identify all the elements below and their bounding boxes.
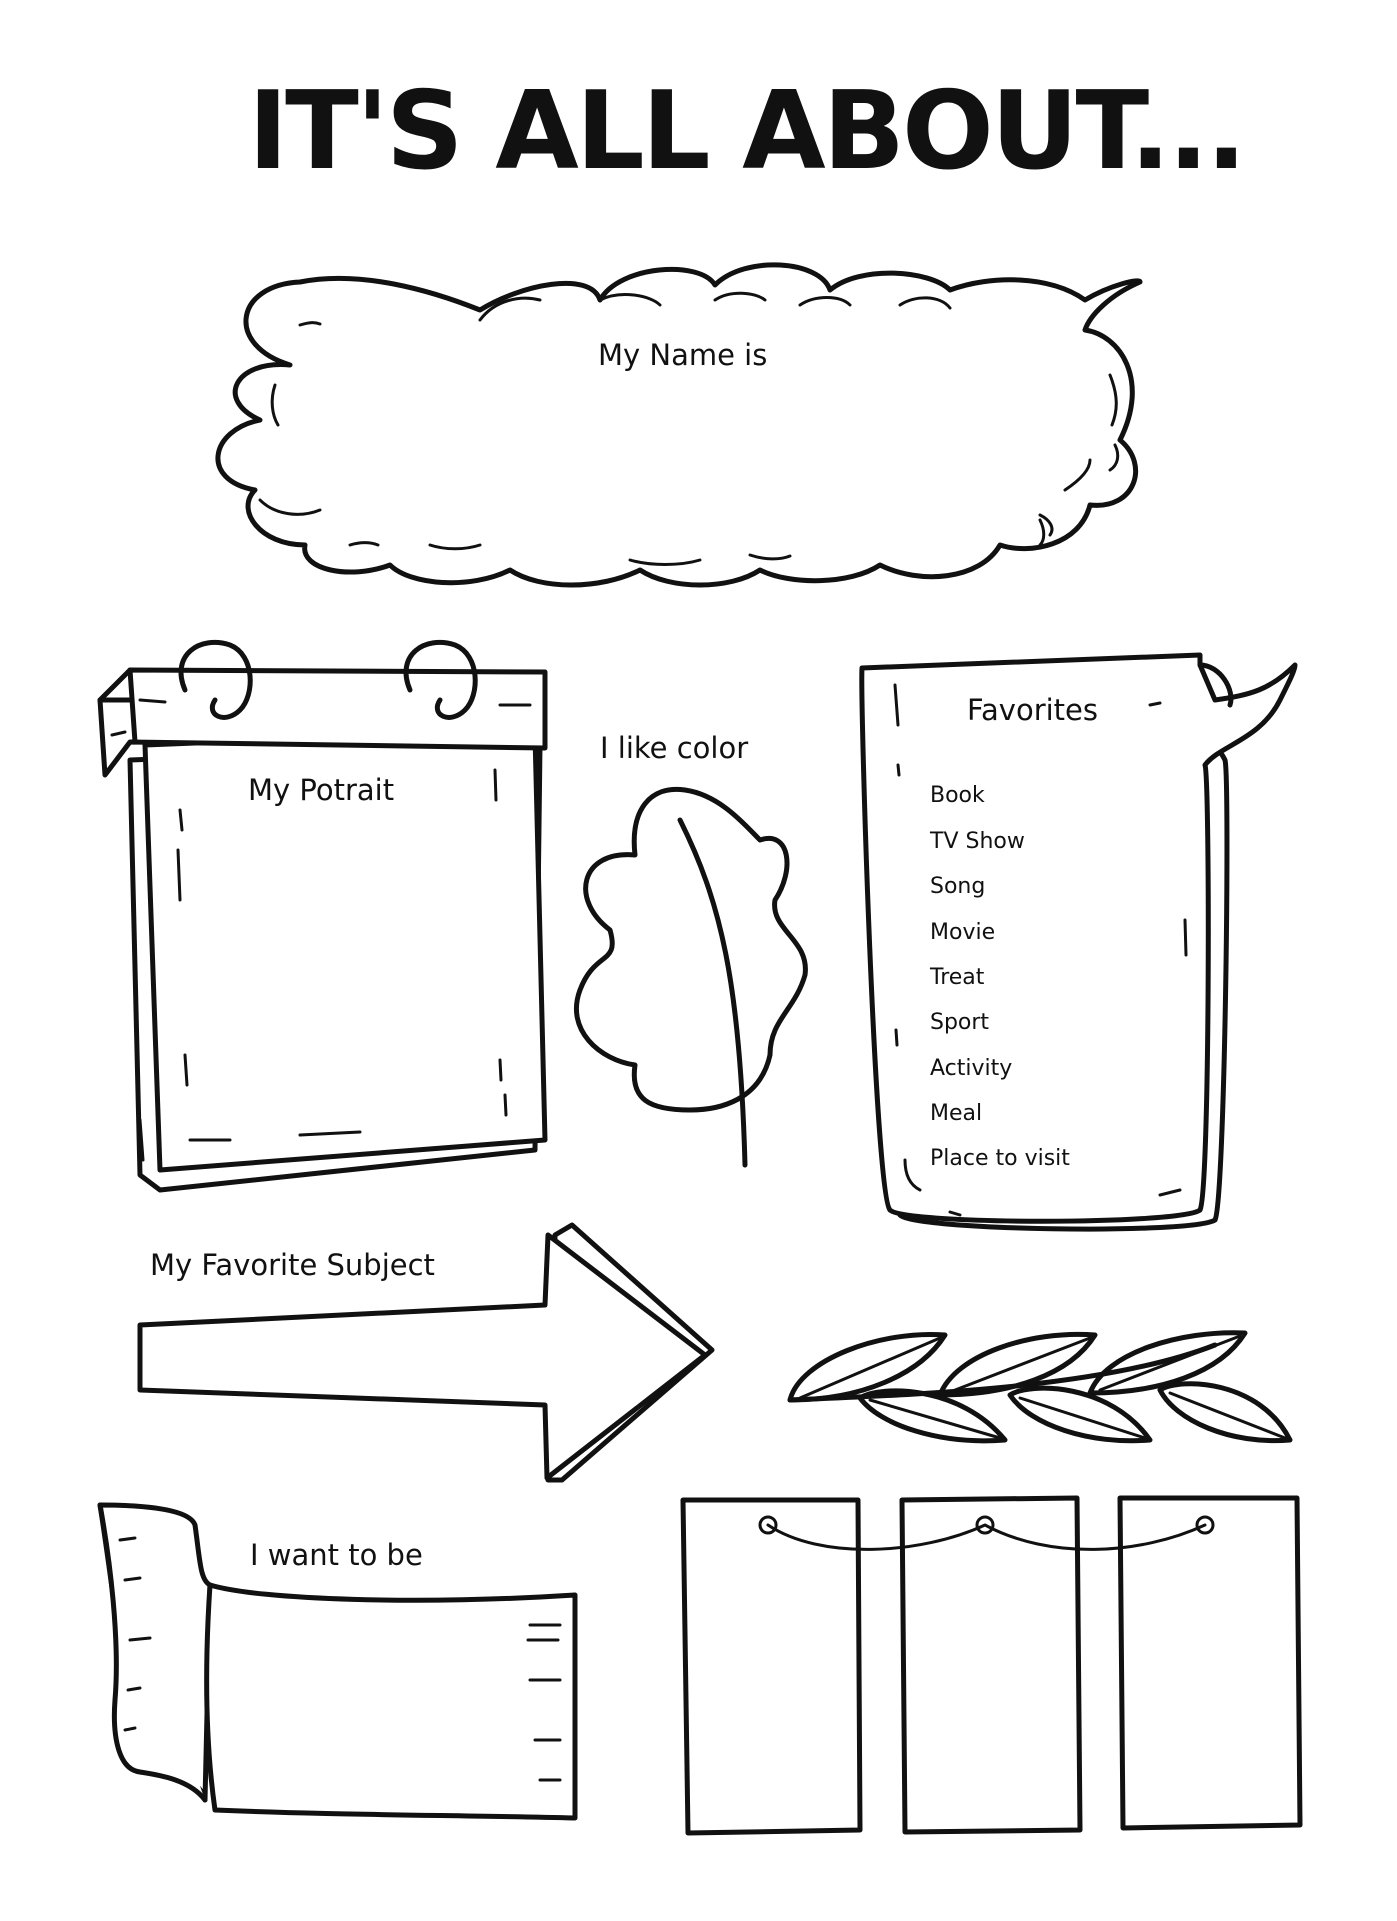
future-label: I want to be xyxy=(250,1538,423,1572)
page-title: IT'S ALL ABOUT... xyxy=(248,69,1244,194)
favorites-item-tv-show: TV Show xyxy=(929,829,1025,854)
favorites-book xyxy=(859,652,1298,1232)
favorites-item-song: Song xyxy=(930,874,985,899)
favorites-item-activity: Activity xyxy=(930,1056,1012,1081)
hanging-cards xyxy=(680,1495,1303,1836)
favorites-heading: Favorites xyxy=(967,693,1098,727)
favorites-item-sport: Sport xyxy=(930,1010,989,1035)
favorites-item-book: Book xyxy=(930,783,985,808)
laurel-branch xyxy=(787,1330,1293,1444)
portrait-calendar-frame xyxy=(97,639,548,1193)
future-banner xyxy=(97,1502,578,1821)
favorites-item-meal: Meal xyxy=(930,1101,982,1126)
name-cloud xyxy=(215,262,1143,588)
favorites-item-place-to-visit: Place to visit xyxy=(930,1146,1070,1171)
favorites-item-treat: Treat xyxy=(929,965,985,990)
favorites-item-movie: Movie xyxy=(930,920,995,945)
subject-arrow xyxy=(137,1222,715,1483)
portrait-label: My Potrait xyxy=(248,773,394,807)
leaf-color-shape xyxy=(573,786,808,1168)
subject-label: My Favorite Subject xyxy=(150,1248,435,1282)
color-label: I like color xyxy=(600,731,748,765)
favorites-list: Book TV Show Song Movie Treat Sport Acti… xyxy=(929,783,1070,1171)
name-prompt-label: My Name is xyxy=(598,338,767,372)
